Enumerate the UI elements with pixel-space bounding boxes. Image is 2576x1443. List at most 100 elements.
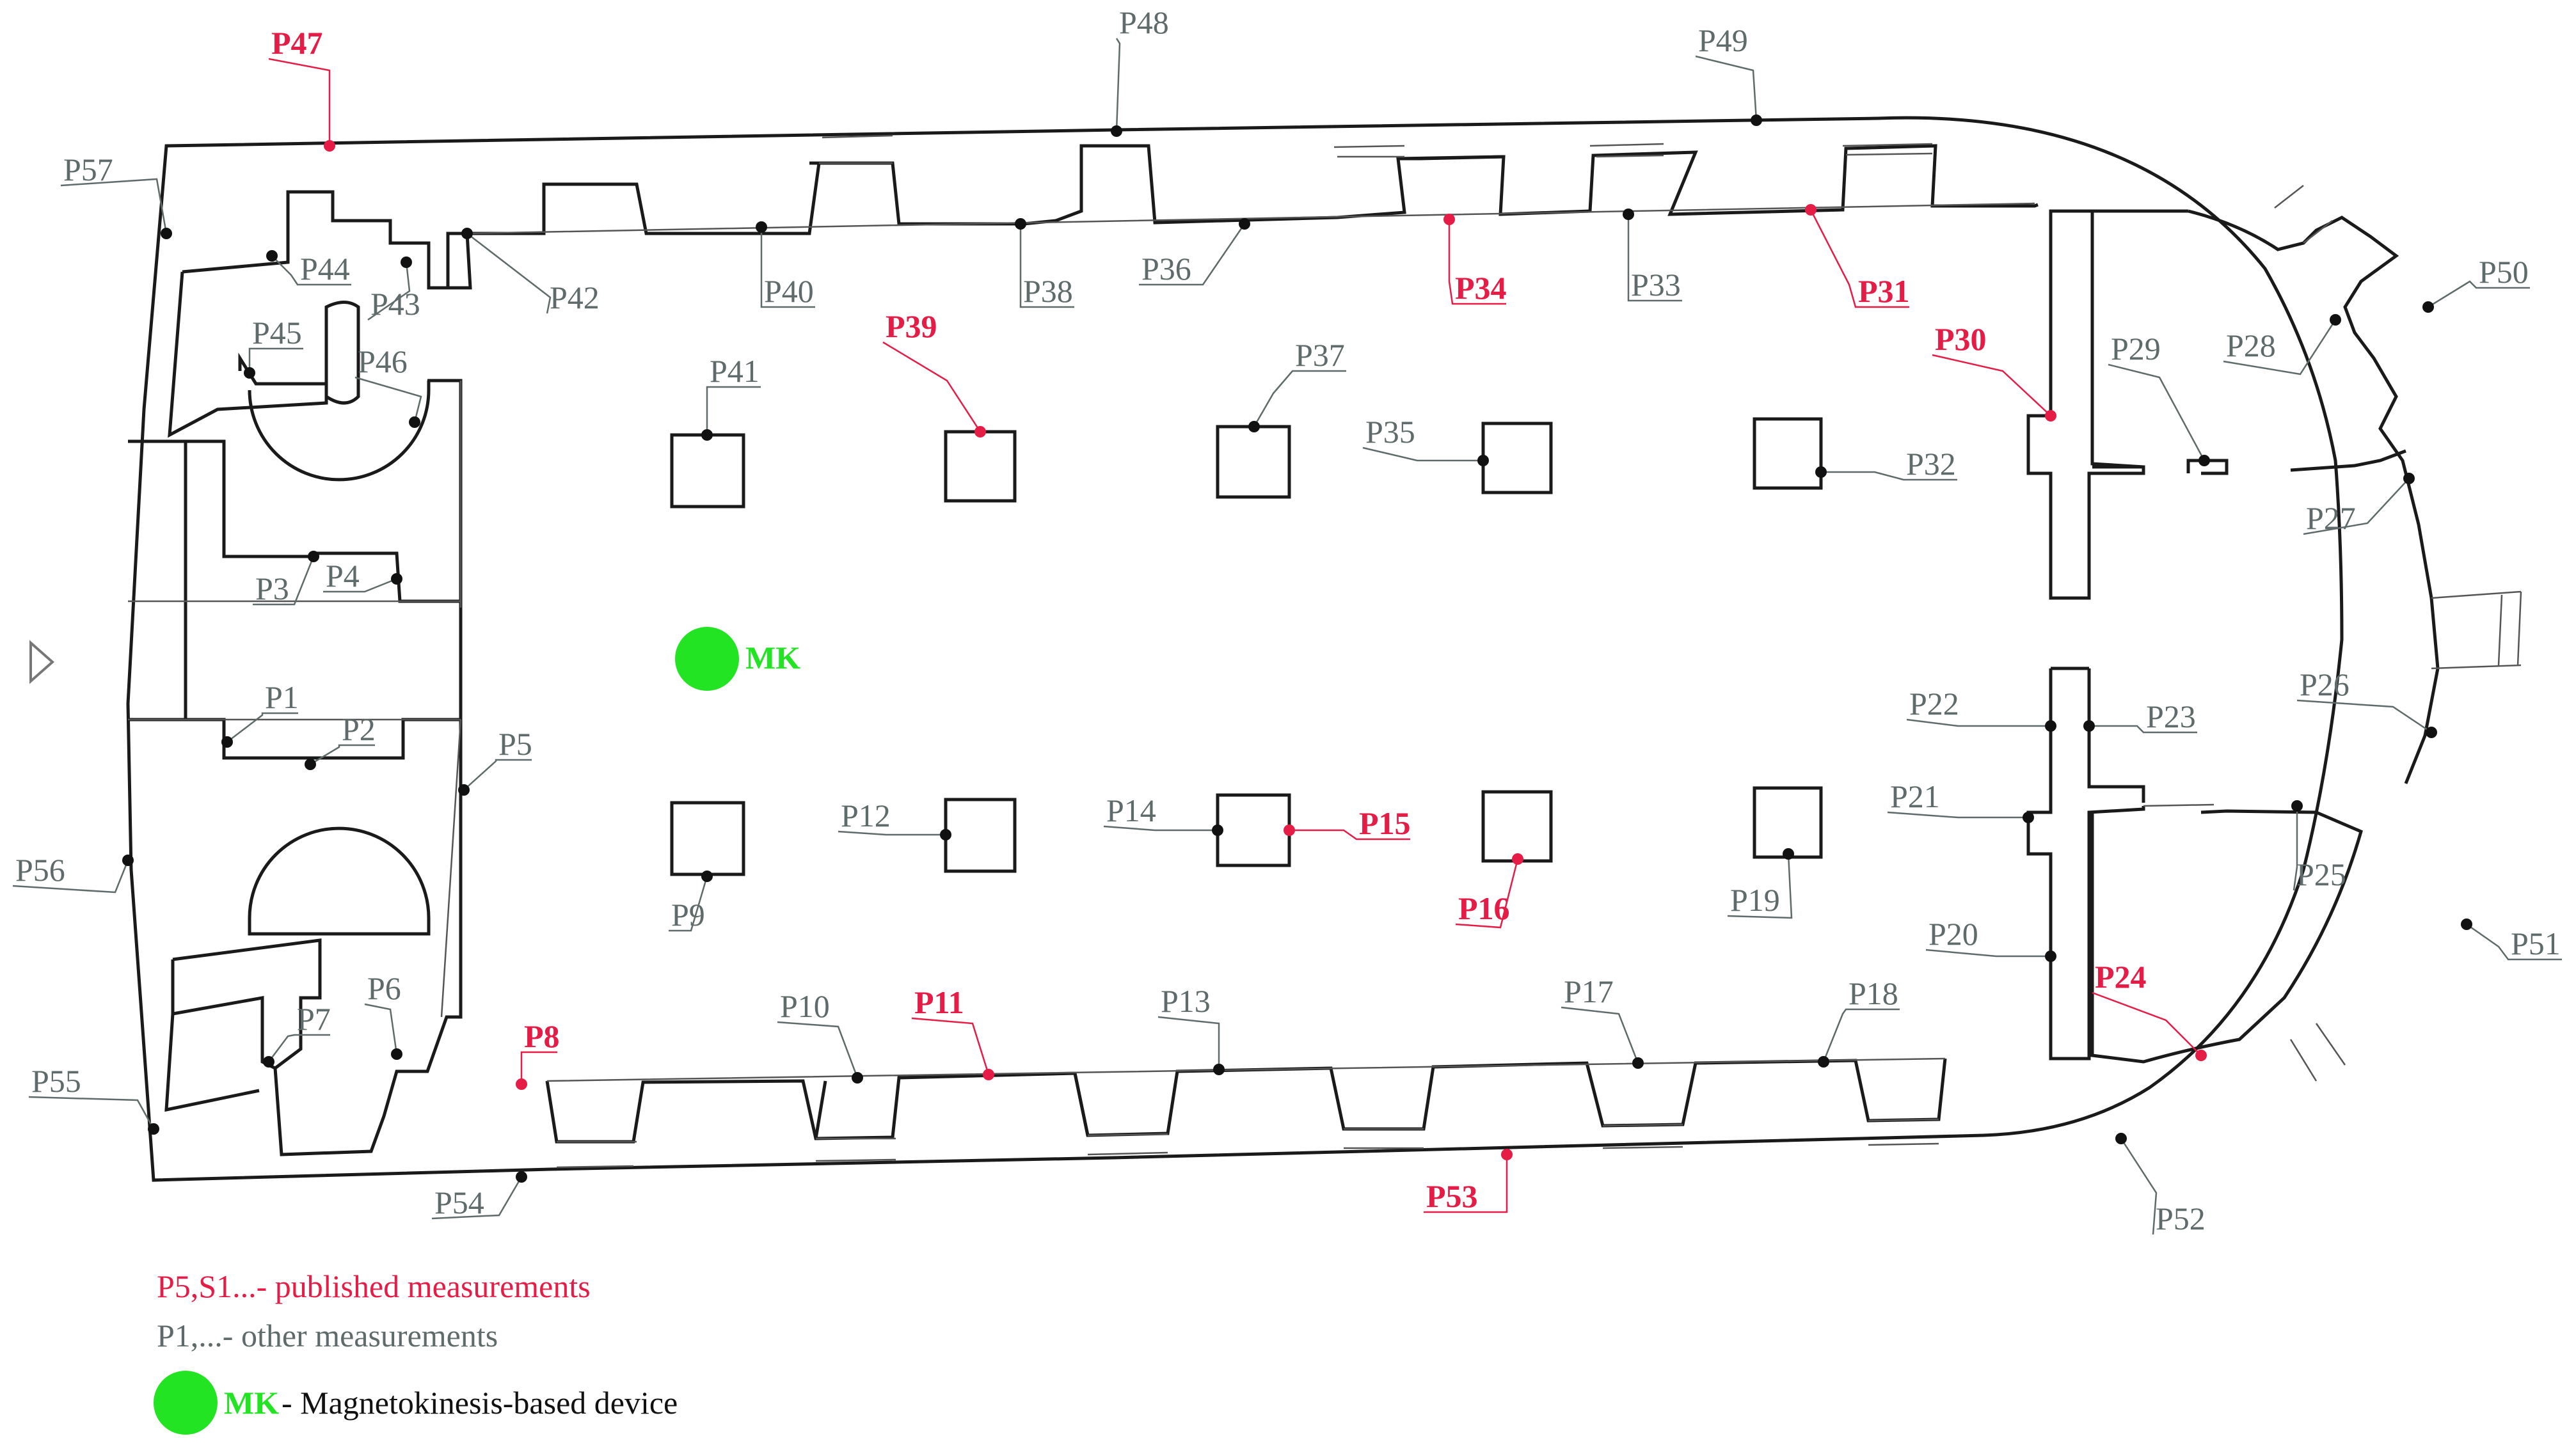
measurement-dot — [308, 551, 319, 562]
leader-line — [323, 578, 397, 593]
measurement-dot — [1815, 466, 1827, 478]
expand-arrow-icon[interactable] — [29, 640, 55, 684]
measurement-dot — [148, 1123, 159, 1135]
leader-line — [227, 712, 298, 743]
measurement-point-p32: P32 — [1815, 446, 1957, 482]
measurement-point-p20: P20 — [1925, 916, 2056, 962]
measurement-point-p24: P24 — [2092, 959, 2207, 1061]
measurement-point-p12: P12 — [838, 798, 951, 840]
measurement-dot — [1213, 1064, 1225, 1075]
measurement-dot — [244, 367, 255, 379]
point-label: P8 — [524, 1018, 560, 1054]
pillar — [944, 430, 1017, 503]
measurement-dot — [701, 429, 713, 441]
measurement-dot — [2461, 919, 2472, 930]
leader-line — [354, 376, 422, 423]
point-label: P34 — [1455, 270, 1507, 306]
point-label: P7 — [297, 1001, 331, 1037]
measurement-dot — [461, 228, 473, 239]
measurement-point-p55: P55 — [28, 1063, 159, 1135]
point-label: P40 — [764, 273, 814, 309]
measurement-dot — [1284, 824, 1295, 836]
measurement-dot — [2291, 800, 2303, 812]
point-label: P30 — [1935, 321, 1987, 357]
point-label: P41 — [710, 353, 759, 389]
point-label: P4 — [326, 558, 360, 594]
measurement-dot — [1248, 421, 1260, 432]
pillar — [1216, 425, 1291, 499]
nave-inner-lines — [128, 202, 2214, 1082]
measurement-point-p40: P40 — [756, 221, 815, 309]
point-label: P18 — [1849, 975, 1898, 1011]
leader-line — [2428, 280, 2530, 308]
measurement-point-p27: P27 — [2303, 473, 2415, 536]
measurement-point-p45: P45 — [244, 315, 303, 379]
measurement-point-p16: P16 — [1455, 853, 1523, 929]
leader-line — [1103, 825, 1218, 832]
pillar — [944, 798, 1017, 873]
leader-line — [882, 341, 982, 432]
measurement-dot — [161, 228, 172, 239]
leader-line — [1887, 811, 2028, 819]
measurement-dot — [1751, 114, 1762, 126]
measurement-point-p29: P29 — [2108, 331, 2210, 466]
measurement-dot — [1111, 125, 1122, 137]
measurement-point-p18: P18 — [1818, 975, 1900, 1068]
measurement-point-p52: P52 — [2115, 1133, 2206, 1236]
legend-device-abbr: MK — [224, 1385, 279, 1421]
point-label: P46 — [358, 343, 408, 379]
point-label: P10 — [780, 988, 830, 1024]
measurement-point-p31: P31 — [1805, 204, 1910, 309]
measurement-point-p19: P19 — [1727, 848, 1794, 919]
magnetokinesis-device-marker — [675, 627, 739, 691]
legend-device-desc: - Magnetokinesis-based device — [282, 1385, 678, 1421]
point-label: P29 — [2111, 331, 2161, 367]
leader-line — [310, 744, 375, 766]
leader-line — [520, 1051, 557, 1084]
leader-line — [2092, 991, 2202, 1056]
point-label: P26 — [2300, 666, 2349, 702]
measurement-point-p2: P2 — [305, 711, 376, 770]
measurement-point-p48: P48 — [1111, 4, 1169, 137]
measurement-point-p7: P7 — [263, 1001, 331, 1068]
point-label: P13 — [1161, 983, 1211, 1019]
leader-line — [1019, 224, 1074, 308]
chancel-room-south — [2090, 809, 2364, 1064]
measurement-dot — [2083, 720, 2095, 732]
point-label: P56 — [15, 852, 65, 888]
pillar — [670, 801, 745, 876]
point-label: P23 — [2146, 698, 2196, 734]
measurement-dot — [1783, 848, 1794, 860]
leader-line — [1448, 219, 1506, 305]
point-label: P22 — [1909, 686, 1959, 722]
measurement-point-p25: P25 — [2291, 800, 2346, 892]
measurement-point-p10: P10 — [777, 988, 863, 1084]
leader-line — [1139, 223, 1246, 286]
leader-line — [268, 58, 331, 146]
stair-pillar — [324, 301, 360, 405]
measurement-point-p41: P41 — [701, 353, 761, 441]
building-walls — [126, 116, 2522, 1182]
measurement-dot — [324, 140, 335, 152]
measurement-dot — [1239, 218, 1250, 230]
south-arc — [248, 826, 431, 936]
left-room-south — [128, 718, 463, 1156]
measurement-point-p57: P57 — [60, 152, 172, 239]
leader-line — [911, 1017, 990, 1075]
device-label: MK — [745, 640, 800, 675]
pillar — [1753, 786, 1823, 859]
leader-line — [1906, 718, 2051, 727]
measurement-dot — [2045, 720, 2056, 732]
leader-line — [2303, 478, 2410, 535]
measurement-dot — [1015, 218, 1026, 230]
measurement-dot — [1212, 824, 1223, 836]
leader-line — [2089, 725, 2197, 734]
leader-line — [2120, 1138, 2158, 1235]
point-label: P9 — [671, 897, 705, 933]
leader-line — [838, 830, 946, 836]
leader-line — [1925, 949, 2051, 958]
point-label: P36 — [1141, 251, 1191, 287]
measurement-dot — [701, 871, 713, 882]
measurement-point-p42: P42 — [461, 228, 600, 315]
